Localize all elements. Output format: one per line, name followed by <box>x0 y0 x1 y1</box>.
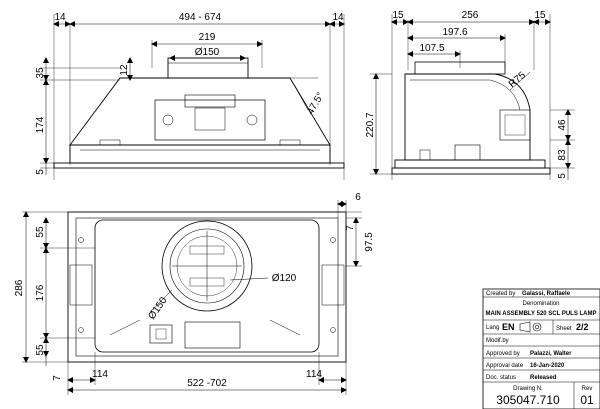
side-margin-left: 15 <box>392 10 404 21</box>
bottom-w-114-left: 114 <box>92 369 108 380</box>
front-duct-diameter: Ø150 <box>195 47 220 58</box>
drawing-no-value: 305047.710 <box>496 393 560 407</box>
front-top-width: 219 <box>199 32 216 43</box>
lang-label: Lang <box>486 325 499 331</box>
side-view <box>370 14 575 180</box>
front-view-labels: 14 494 - 674 14 219 Ø150 35 12 174 5 47.… <box>35 12 344 175</box>
doc-status-value: Released <box>530 375 557 381</box>
front-angle: 47.5° <box>305 91 326 117</box>
bottom-width-range: 522 -702 <box>187 378 227 389</box>
bottom-w-114-right: 114 <box>306 369 322 380</box>
sheet-value: 2/2 <box>576 322 589 332</box>
side-height: 220.7 <box>365 112 376 137</box>
front-h-35: 35 <box>35 67 46 79</box>
modif-by-label: Modif.by <box>486 338 509 344</box>
rev-label: Rev <box>582 386 593 392</box>
approved-by-label: Approved by <box>486 351 520 357</box>
denomination-value: MAIN ASSEMBLY 520 SCL PULS LAMP <box>485 311 596 317</box>
side-h-5: 5 <box>557 173 568 179</box>
front-view <box>40 14 345 180</box>
side-view-labels: 15 256 15 197.6 107.5 R75 220.7 46 83 5 <box>365 10 568 179</box>
creator-name: Galassi, Raffaele <box>522 291 571 297</box>
projection-symbol-icon <box>519 321 542 333</box>
side-width: 256 <box>462 10 479 21</box>
side-margin-right: 15 <box>534 10 546 21</box>
lang-value: EN <box>502 322 515 332</box>
side-h-83: 83 <box>557 149 568 161</box>
front-margin-right: 14 <box>332 12 344 23</box>
bottom-h-55-bottom: 55 <box>35 344 46 356</box>
bottom-h-7: 7 <box>345 225 356 231</box>
approval-date-value: 16-Jan-2020 <box>530 363 565 369</box>
front-width-range: 494 - 674 <box>179 12 222 23</box>
side-w-107-5: 107.5 <box>419 43 444 54</box>
bottom-h-55-top: 55 <box>35 226 46 238</box>
created-by-label: Created by <box>486 291 515 297</box>
doc-status-label: Doc. status <box>486 375 516 381</box>
bottom-view <box>22 200 362 395</box>
front-h-12: 12 <box>119 64 130 76</box>
bottom-diameter-150: Ø150 <box>146 295 169 322</box>
bottom-h-6: 6 <box>355 192 361 203</box>
drawing-no-label: Drawing N. <box>513 386 543 392</box>
bottom-h-7-bottom: 7 <box>52 375 63 381</box>
sheet-label: Sheet <box>556 326 572 332</box>
side-h-46: 46 <box>557 119 568 131</box>
bottom-h-97-5: 97.5 <box>364 232 375 252</box>
side-radius: R75 <box>507 70 528 91</box>
approval-date-label: Approval date <box>486 363 524 369</box>
approved-by-value: Palazzi, Walter <box>530 351 572 357</box>
title-block: Created by Galassi, Raffaele Denominatio… <box>482 288 600 409</box>
rev-value: 01 <box>580 393 594 407</box>
bottom-diameter-120: Ø120 <box>272 273 297 284</box>
front-h-174: 174 <box>35 116 46 133</box>
denomination-label: Denomination <box>522 301 559 307</box>
front-margin-left: 14 <box>54 12 66 23</box>
front-h-5: 5 <box>35 169 46 175</box>
bottom-h-176: 176 <box>35 284 46 301</box>
side-w-197-6: 197.6 <box>442 27 467 38</box>
bottom-h-286: 286 <box>14 279 25 296</box>
